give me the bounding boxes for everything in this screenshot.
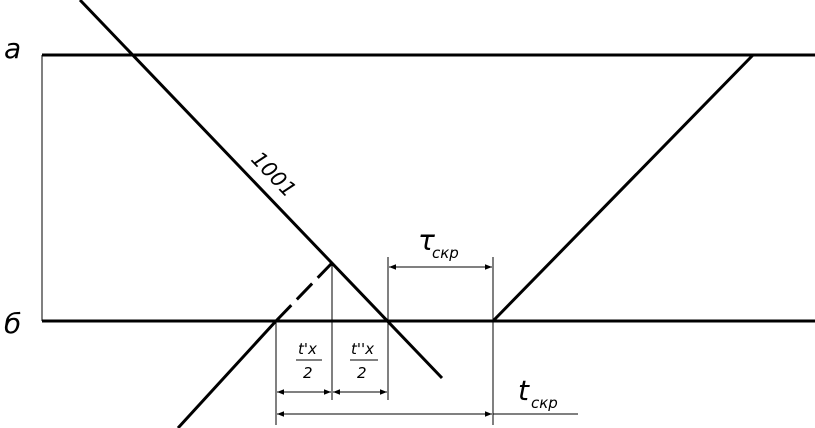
t-double-prime-numerator: t''x	[351, 340, 374, 358]
t-total-symbol: t	[518, 374, 530, 407]
opposing-train-dashed-path	[274, 261, 334, 323]
departing-train-path	[491, 53, 755, 323]
tau-subscript: скр	[432, 244, 459, 262]
station-b-label: б	[4, 307, 21, 340]
train-1001-path	[78, 0, 444, 380]
tau-symbol: τ	[418, 224, 435, 257]
opposing-train-solid-path	[176, 319, 278, 428]
t-prime-numerator: t'x	[298, 340, 317, 358]
station-a-label: а	[4, 32, 21, 65]
t-prime-denominator: 2	[303, 364, 313, 382]
train-number-label: 1001	[246, 147, 300, 202]
t-double-prime-denominator: 2	[357, 364, 367, 382]
t-total-subscript: скр	[531, 394, 558, 412]
